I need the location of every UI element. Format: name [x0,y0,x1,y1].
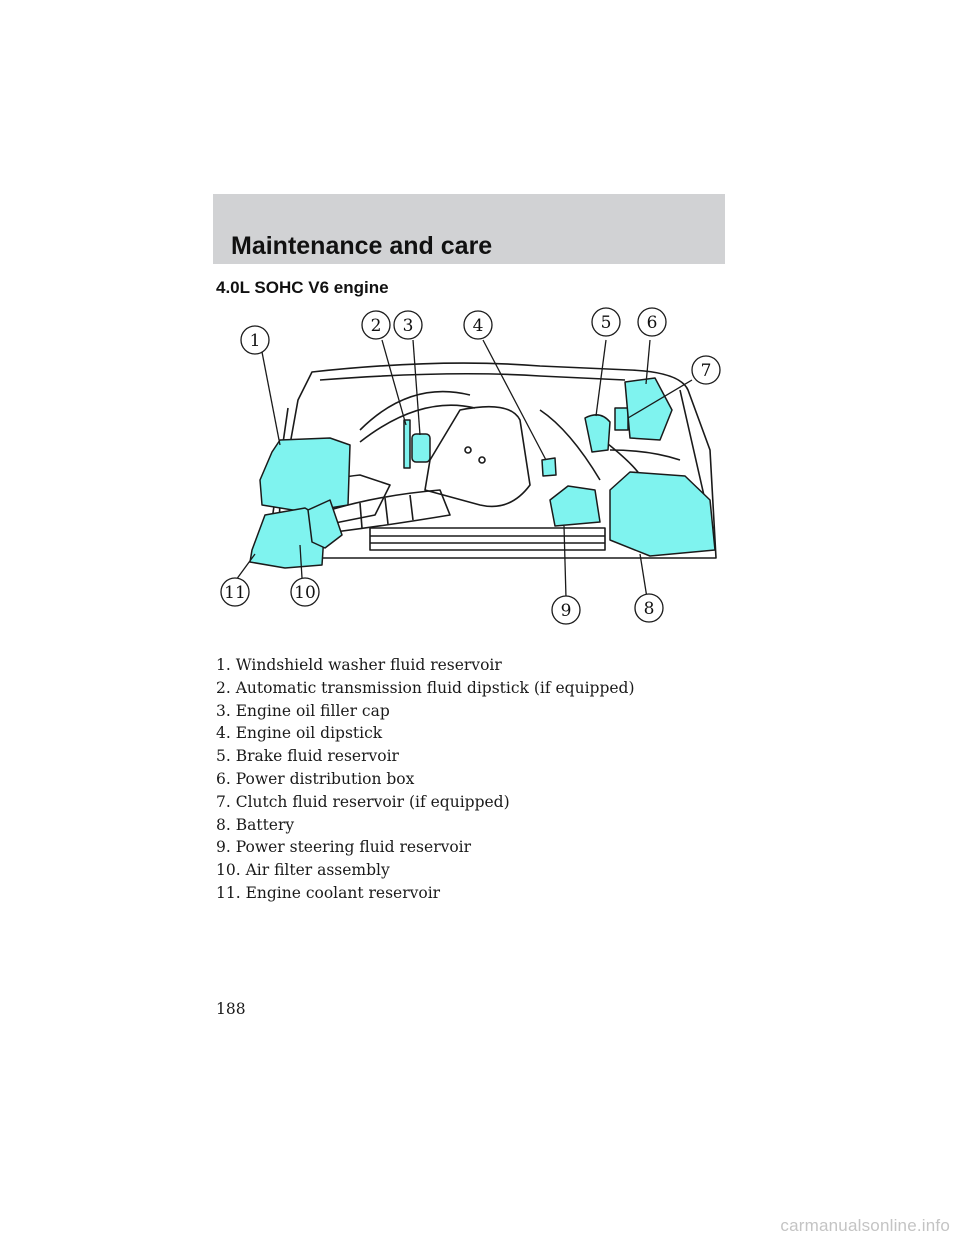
firewall-line [320,374,625,380]
legend-item: 1. Windshield washer fluid reservoir [216,654,635,677]
page-header-title: Maintenance and care [231,232,492,261]
page-number: 188 [216,1000,246,1018]
legend-item: 4. Engine oil dipstick [216,722,635,745]
callout-3-label: 3 [403,316,414,336]
section-title: 4.0L SOHC V6 engine [216,278,389,298]
legend-item: 7. Clutch fluid reservoir (if equipped) [216,791,635,814]
power-steering-reservoir-highlight [550,486,600,526]
legend-item: 6. Power distribution box [216,768,635,791]
legend-item: 8. Battery [216,814,635,837]
oil-dipstick-highlight [542,458,556,476]
clutch-reservoir-highlight [615,408,628,430]
atf-dipstick-highlight [404,420,410,468]
callout-4-label: 4 [473,316,484,336]
battery-highlight [610,472,715,556]
component-legend: 1. Windshield washer fluid reservoir 2. … [216,654,635,905]
radiator [370,528,605,550]
legend-item: 5. Brake fluid reservoir [216,745,635,768]
legend-item: 11. Engine coolant reservoir [216,882,635,905]
callout-11-label: 11 [224,583,246,603]
engine-compartment-diagram: 1 2 3 4 5 6 7 8 9 10 11 [210,300,730,625]
callout-7-label: 7 [701,361,712,381]
power-distribution-box-highlight [625,378,672,440]
callout-5-label: 5 [601,313,612,333]
callout-6-label: 6 [647,313,658,333]
watermark: carmanualsonline.info [780,1216,950,1236]
callout-2-label: 2 [371,316,382,336]
callout-8-label: 8 [644,599,655,619]
legend-item: 2. Automatic transmission fluid dipstick… [216,677,635,700]
callout-10-label: 10 [294,583,316,603]
legend-item: 10. Air filter assembly [216,859,635,882]
callout-1-label: 1 [250,331,261,351]
legend-item: 3. Engine oil filler cap [216,700,635,723]
callout-9-label: 9 [561,601,572,621]
oil-filler-cap-highlight [412,434,430,462]
washer-reservoir-highlight [260,438,350,512]
legend-item: 9. Power steering fluid reservoir [216,836,635,859]
brake-reservoir-highlight [585,415,610,452]
